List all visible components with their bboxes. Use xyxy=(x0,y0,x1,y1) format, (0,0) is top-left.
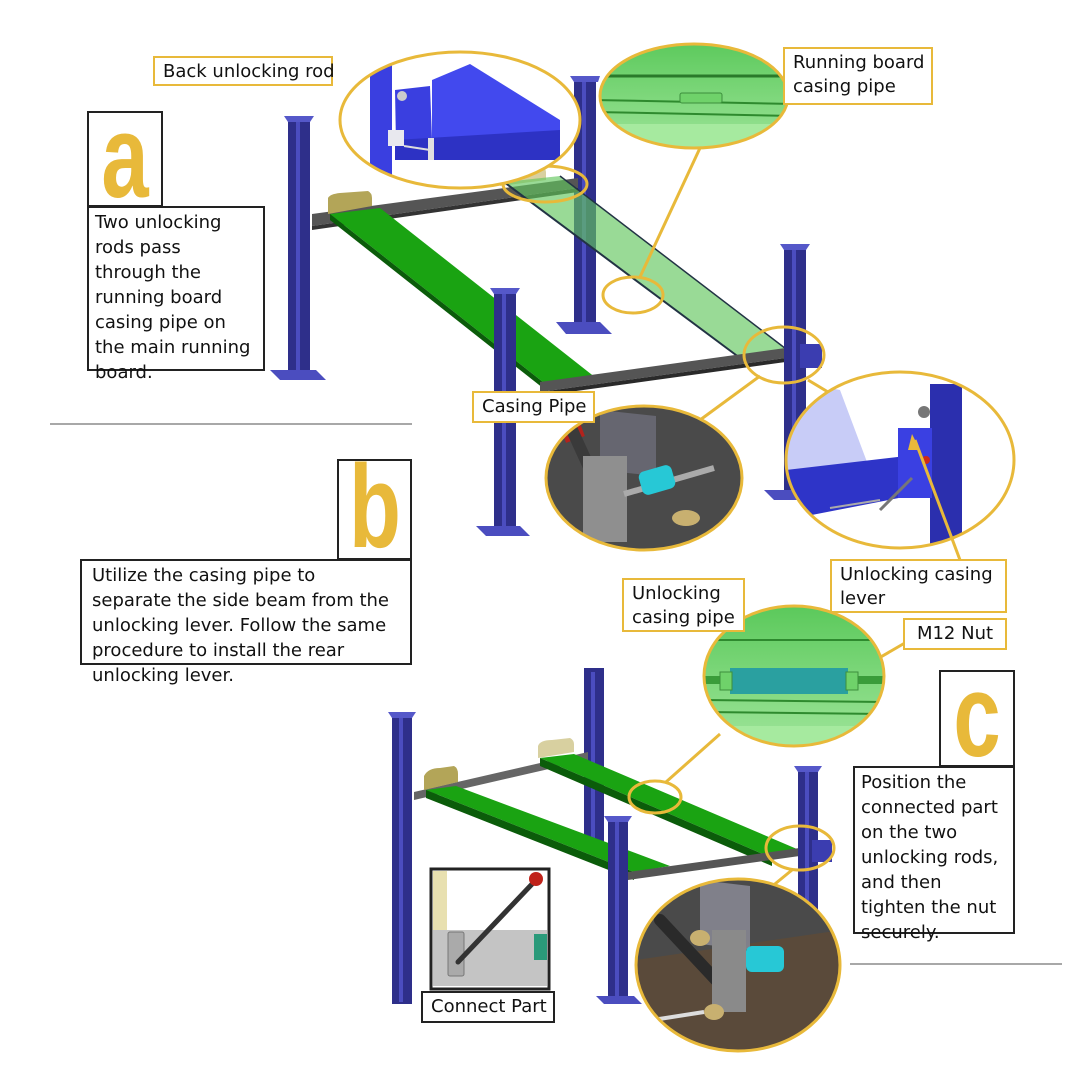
step-a-letter: a xyxy=(101,111,149,207)
label-m12-nut: M12 Nut xyxy=(903,618,1007,650)
detail-unlocking-casing-lever xyxy=(784,370,1016,561)
highlight-connect-point xyxy=(764,824,836,872)
label-running-board-casing-pipe-line1: Running board xyxy=(793,52,925,73)
step-b-letter: b xyxy=(348,459,401,560)
post-back-right-bottom xyxy=(584,668,604,848)
step-a-description: Two unlocking rods pass through the runn… xyxy=(87,206,265,383)
label-running-board-casing-pipe: Running board casing pipe xyxy=(783,47,933,105)
step-c-description: Position the connected part on the two u… xyxy=(853,766,1015,943)
label-unlocking-casing-lever-line2: lever xyxy=(840,588,886,609)
step-c-letter: c xyxy=(953,670,1001,767)
step-c-letter-box: c xyxy=(939,670,1015,767)
detail-running-board-casing-pipe xyxy=(598,42,790,150)
detail-back-unlocking-rod xyxy=(338,50,582,190)
label-unlocking-casing-pipe-line2: casing pipe xyxy=(632,607,735,628)
label-unlocking-casing-pipe: Unlocking casing pipe xyxy=(622,578,745,632)
highlight-casing-pipe xyxy=(601,275,665,315)
label-casing-pipe: Casing Pipe xyxy=(472,391,595,423)
step-b-letter-box: b xyxy=(337,459,412,560)
section-divider-c xyxy=(850,963,1062,965)
detail-connect-point xyxy=(634,877,842,1053)
section-divider-ab xyxy=(50,423,412,425)
post-front-left-bottom xyxy=(596,816,642,1004)
post-back-left-bottom xyxy=(388,712,416,1004)
connect-part-image xyxy=(429,867,551,991)
highlight-unlocking-casing-pipe xyxy=(627,779,683,815)
post-back-left xyxy=(270,116,326,380)
highlight-front-lever xyxy=(742,325,826,385)
label-connect-part: Connect Part xyxy=(421,991,555,1023)
label-unlocking-casing-pipe-line1: Unlocking xyxy=(632,583,721,604)
lift-assembly-bottom xyxy=(388,668,836,1004)
label-running-board-casing-pipe-line2: casing pipe xyxy=(793,76,896,97)
label-unlocking-casing-lever: Unlocking casing lever xyxy=(830,559,1007,613)
detail-casing-pipe xyxy=(544,404,744,552)
step-b-description: Utilize the casing pipe to separate the … xyxy=(80,559,412,686)
label-unlocking-casing-lever-line1: Unlocking casing xyxy=(840,564,993,585)
label-back-unlocking-rod: Back unlocking rod xyxy=(153,56,335,86)
step-a-letter-box: a xyxy=(87,111,163,207)
